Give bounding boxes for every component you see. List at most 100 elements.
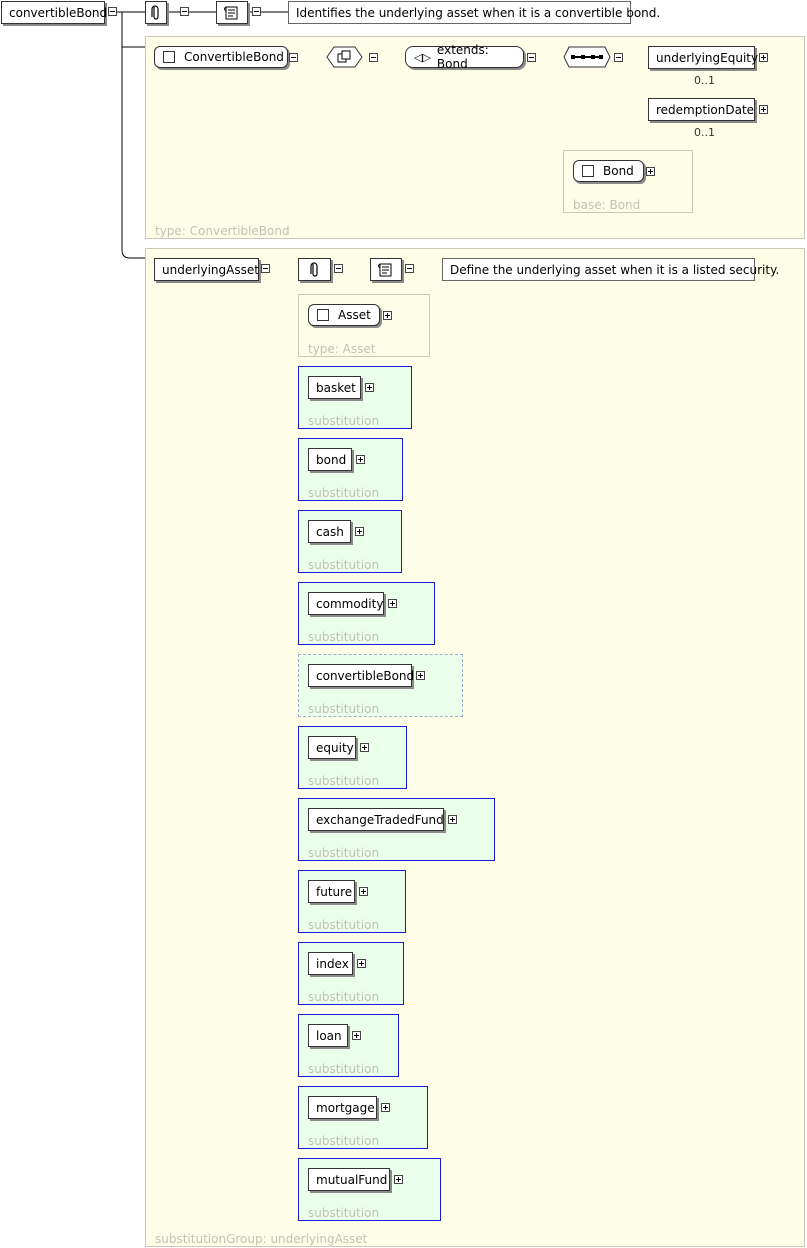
substitution-caption: substitution [308,990,380,1004]
base-type-expand-toggle[interactable] [646,167,655,176]
element-future[interactable]: future [308,880,355,903]
element-bond-label: bond [316,452,347,467]
substitution-caption: substitution [308,486,380,500]
base-type-caption: base: Bond [573,198,641,212]
extension-icon: ◁▷ [414,50,431,64]
asset-type-expand-toggle[interactable] [383,311,392,320]
type-panel: type: ConvertibleBond [145,36,805,239]
complex-type-label: ConvertibleBond [184,50,284,64]
element-cash[interactable]: cash [308,520,351,543]
element-underlying-asset-label: underlyingAsset [162,262,259,277]
substitution-caption: substitution [308,702,380,716]
element-commodity-label: commodity [316,596,384,611]
element-mutual-fund[interactable]: mutualFund [308,1168,390,1191]
extension-collapse-toggle[interactable] [527,53,536,62]
element-basket[interactable]: basket [308,376,361,399]
redemption-date-expand-toggle[interactable] [759,105,768,114]
element-convertible-bond[interactable]: convertibleBond [308,664,415,687]
base-type-label: Bond [603,164,634,178]
documentation-collapse-toggle[interactable] [252,7,261,16]
extension-label: extends: Bond [436,43,489,71]
loan-expand-toggle[interactable] [352,1031,361,1040]
substitution-caption: substitution [308,846,380,860]
bond-expand-toggle[interactable] [356,455,365,464]
substitution-caption: substitution [308,774,380,788]
underlying-asset-documentation-text: Define the underlying asset when it is a… [450,262,780,277]
element-index-label: index [316,956,349,971]
substitution-caption: substitution [308,414,380,428]
extension-box[interactable]: ◁▷ extends: Bond [405,43,524,71]
sequence-collapse-toggle[interactable] [614,53,623,62]
annotation-icon[interactable] [298,258,331,281]
annotation-collapse-toggle[interactable] [180,7,189,16]
substitution-caption: substitution [308,918,380,932]
element-mortgage[interactable]: mortgage [308,1096,377,1119]
documentation-icon[interactable] [216,1,248,24]
complex-type-collapse-toggle[interactable] [289,53,298,62]
asset-type-caption: type: Asset [308,342,376,356]
element-underlying-equity[interactable]: underlyingEquity [648,46,759,69]
complex-type-icon [163,51,175,63]
annotation-icon[interactable] [145,1,167,24]
underlying-asset-collapse-toggle[interactable] [261,264,270,273]
mutual-fund-expand-toggle[interactable] [394,1175,403,1184]
element-commodity[interactable]: commodity [308,592,384,615]
root-collapse-toggle[interactable] [108,7,117,16]
documentation-collapse-toggle[interactable] [405,264,414,273]
substitution-group-panel: substitutionGroup: underlyingAsset [145,248,805,1247]
basket-expand-toggle[interactable] [365,383,374,392]
element-underlying-asset[interactable]: underlyingAsset [154,258,259,281]
element-redemption-date-label: redemptionDate [656,102,755,117]
substitution-loan: substitution [298,1014,399,1077]
element-equity-label: equity [316,740,354,755]
type-caption: type: ConvertibleBond [155,224,290,238]
root-documentation-text: Identifies the underlying asset when it … [296,5,661,20]
equity-expand-toggle[interactable] [360,743,369,752]
sequence-icon[interactable] [563,46,611,68]
root-element-label: convertibleBond [9,5,108,20]
cash-expand-toggle[interactable] [355,527,364,536]
element-loan[interactable]: loan [308,1024,348,1047]
root-element[interactable]: convertibleBond [1,1,108,24]
element-exchange-traded-fund-label: exchangeTradedFund [316,812,444,827]
element-mortgage-label: mortgage [316,1100,375,1115]
underlying-asset-documentation: Define the underlying asset when it is a… [442,258,779,281]
asset-type-icon [317,309,329,321]
documentation-icon[interactable] [370,258,402,281]
element-convertible-bond-label: convertibleBond [316,668,415,683]
convertible-bond-expand-toggle[interactable] [416,671,425,680]
element-future-label: future [316,884,353,899]
asset-type-label: Asset [338,308,371,322]
complex-type-box[interactable]: ConvertibleBond [154,46,288,68]
substitution-caption: substitution [308,1062,380,1076]
index-expand-toggle[interactable] [357,959,366,968]
complex-content-icon[interactable] [326,46,363,68]
element-mutual-fund-label: mutualFund [316,1172,388,1187]
complex-content-collapse-toggle[interactable] [369,53,378,62]
substitution-caption: substitution [308,1206,380,1220]
element-index[interactable]: index [308,952,353,975]
substitution-caption: substitution [308,630,380,644]
base-type-icon [582,165,594,177]
mortgage-expand-toggle[interactable] [381,1103,390,1112]
substitution-group-caption: substitutionGroup: underlyingAsset [155,1232,368,1246]
annotation-collapse-toggle[interactable] [334,264,343,273]
redemption-date-occurrence: 0..1 [694,126,715,139]
future-expand-toggle[interactable] [359,887,368,896]
underlying-equity-occurrence: 0..1 [694,74,715,87]
commodity-expand-toggle[interactable] [388,599,397,608]
element-basket-label: basket [316,380,356,395]
element-redemption-date[interactable]: redemptionDate [648,98,755,121]
underlying-equity-expand-toggle[interactable] [759,53,768,62]
element-underlying-equity-label: underlyingEquity [656,50,759,65]
exchange-traded-fund-expand-toggle[interactable] [448,815,457,824]
element-bond[interactable]: bond [308,448,352,471]
root-documentation: Identifies the underlying asset when it … [288,1,660,24]
asset-type-box[interactable]: Asset [308,304,380,326]
element-exchange-traded-fund[interactable]: exchangeTradedFund [308,808,444,831]
base-type-box[interactable]: Bond [573,160,644,182]
element-cash-label: cash [316,524,344,539]
substitution-caption: substitution [308,1134,380,1148]
element-equity[interactable]: equity [308,736,356,759]
substitution-caption: substitution [308,558,380,572]
